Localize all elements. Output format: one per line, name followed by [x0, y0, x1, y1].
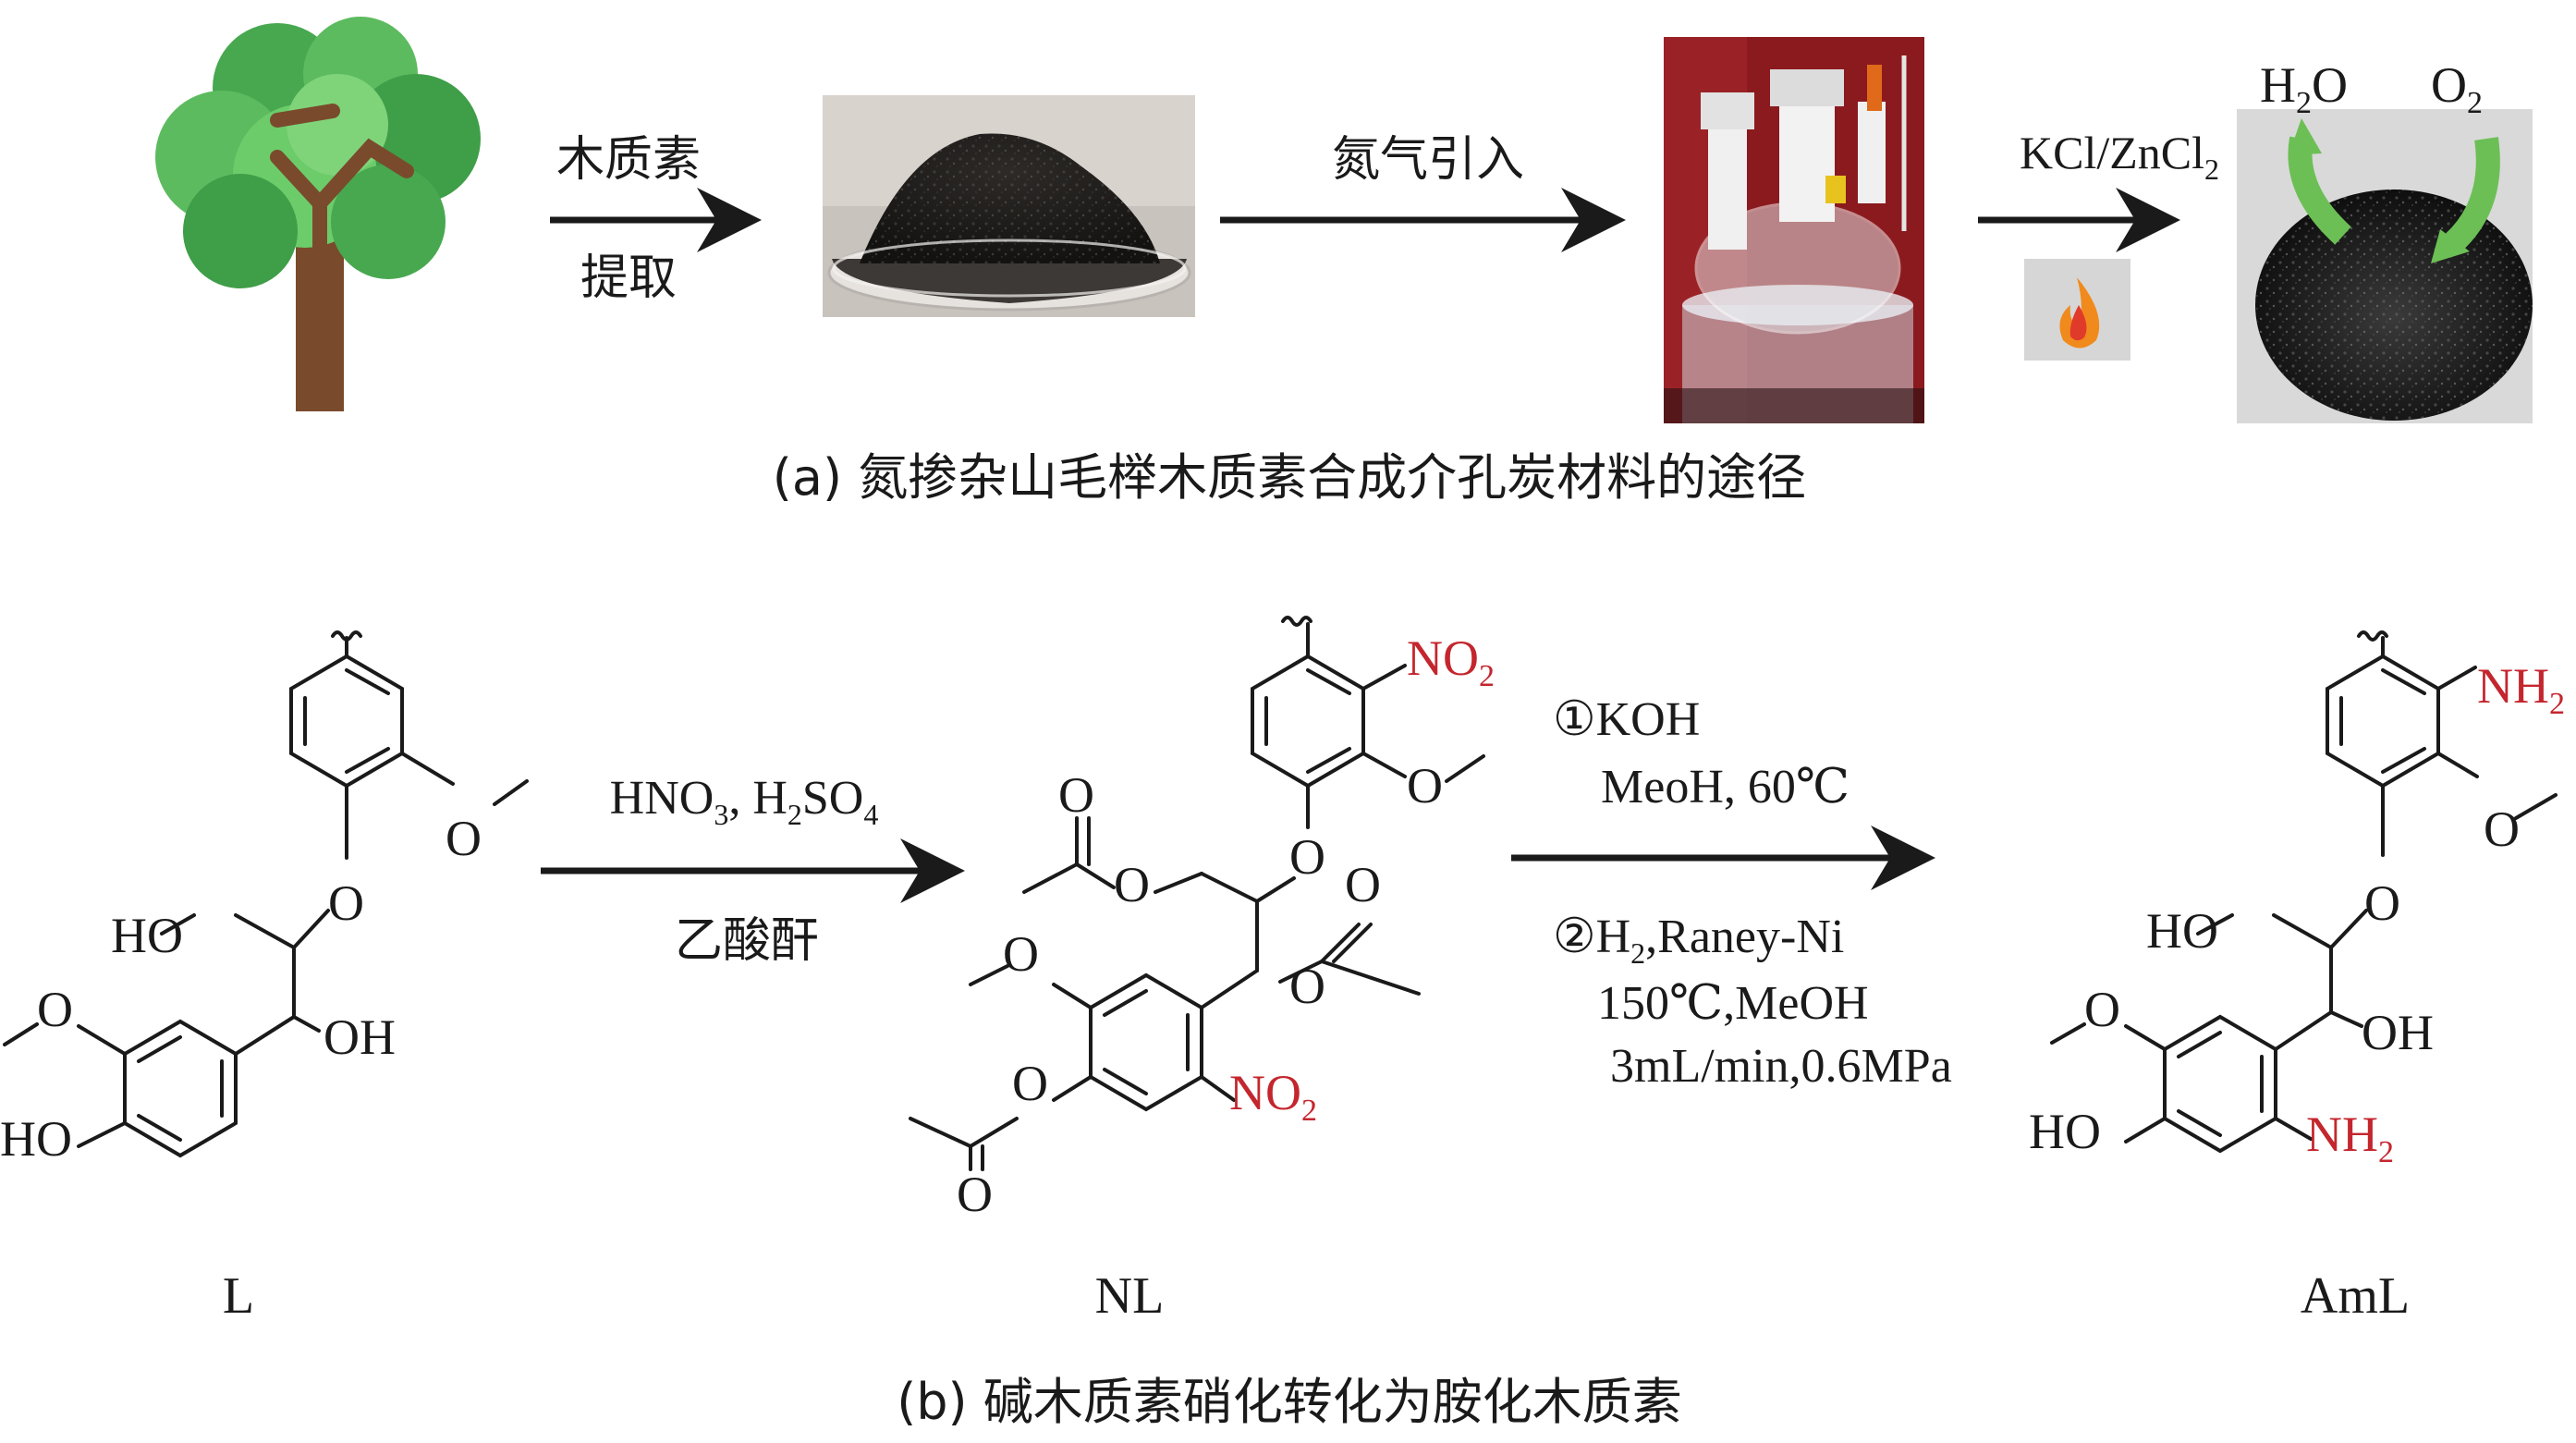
L-ho-bottom: HO: [0, 1111, 72, 1167]
NL-o-ester3: O: [1012, 1056, 1048, 1111]
reagents2-line2: MeoH, 60℃: [1601, 761, 1850, 813]
powder-dish-photo: [823, 95, 1195, 317]
oxygen-label: O2: [2431, 57, 2483, 120]
compound-NL-name: NL: [1095, 1267, 1165, 1325]
reaction-arrow-2: ①KOH MeoH, 60℃ ②H2,Raney-Ni 150℃,MeOH 3m…: [1511, 693, 1952, 1093]
L-oh: OH: [324, 1009, 396, 1065]
flame-icon: [2024, 259, 2130, 361]
NL-o-ester1: O: [1114, 857, 1150, 912]
AmL-ho-bottom: HO: [2029, 1104, 2101, 1159]
L-ho-top: HO: [111, 908, 183, 963]
step3-arrow: KCl/ZnCl2: [1978, 127, 2219, 361]
AmL-ho-top: HO: [2146, 903, 2218, 959]
reagents1-bottom: 乙酸酐: [675, 913, 819, 969]
step3-top-label: KCl/ZnCl2: [2020, 127, 2219, 186]
NL-o-methoxy: O: [1407, 758, 1443, 813]
NL-o-ether: O: [1289, 829, 1325, 885]
step2-arrow: 氮气引入: [1220, 132, 1626, 252]
L-o-methoxy-top: O: [446, 811, 482, 866]
panel-b-caption: (b) 碱木质素硝化转化为胺化木质素: [897, 1373, 1682, 1431]
L-o-methoxy-bottom: O: [37, 982, 73, 1037]
reagents2-line4: 150℃,MeOH: [1597, 977, 1869, 1030]
compound-AmL-name: AmL: [2301, 1267, 2410, 1325]
step2-top-label: 氮气引入: [1332, 132, 1524, 188]
AmL-nh2-top: NH2: [2477, 658, 2565, 721]
step1-top-label: 木质素: [556, 132, 701, 188]
NL-o-methoxy2: O: [1003, 926, 1039, 982]
NL-o-carbonyl2: O: [1345, 857, 1381, 912]
NL-no2-top: NO2: [1407, 630, 1495, 693]
AmL-nh2-bottom: NH2: [2306, 1107, 2394, 1169]
AmL-oh: OH: [2362, 1005, 2434, 1060]
reagents2-line3: ②H2,Raney-Ni: [1553, 911, 1844, 970]
panel-a-caption: (a) 氮掺杂山毛榉木质素合成介孔炭材料的途径: [773, 448, 1806, 507]
step1-arrow: 木质素 提取: [550, 132, 762, 306]
compound-AmL-structure: NH2 O O HO OH O HO NH2 AmL: [2029, 630, 2565, 1325]
NL-o-carbonyl3: O: [957, 1167, 993, 1222]
compound-NL-structure: NO2 O O O O O O O O O NO2 NL: [909, 616, 1495, 1325]
reactor-flask-photo: [1664, 37, 1924, 423]
carbon-particle-photo: [2237, 109, 2533, 423]
reagents2-line5: 3mL/min,0.6MPa: [1610, 1040, 1952, 1093]
reaction-arrow-1: HNO3, H2SO4 乙酸酐: [541, 772, 965, 969]
NL-no2-bottom: NO2: [1229, 1065, 1317, 1128]
AmL-o-ether: O: [2364, 875, 2400, 931]
tree-icon: [155, 17, 481, 411]
water-label: H2O: [2260, 57, 2348, 120]
compound-L-structure: HO O O OH O HO L: [0, 630, 529, 1325]
AmL-o-methoxy-top: O: [2484, 801, 2520, 857]
NL-o-ester2: O: [1289, 959, 1325, 1014]
reagents1-top: HNO3, H2SO4: [610, 772, 879, 831]
NL-o-carbonyl1: O: [1058, 767, 1094, 823]
L-o-ether: O: [328, 875, 364, 931]
reagents2-line1: ①KOH: [1553, 693, 1700, 746]
compound-L-name: L: [223, 1267, 254, 1325]
AmL-o-methoxy-bottom: O: [2084, 982, 2120, 1037]
step1-bottom-label: 提取: [580, 251, 677, 306]
